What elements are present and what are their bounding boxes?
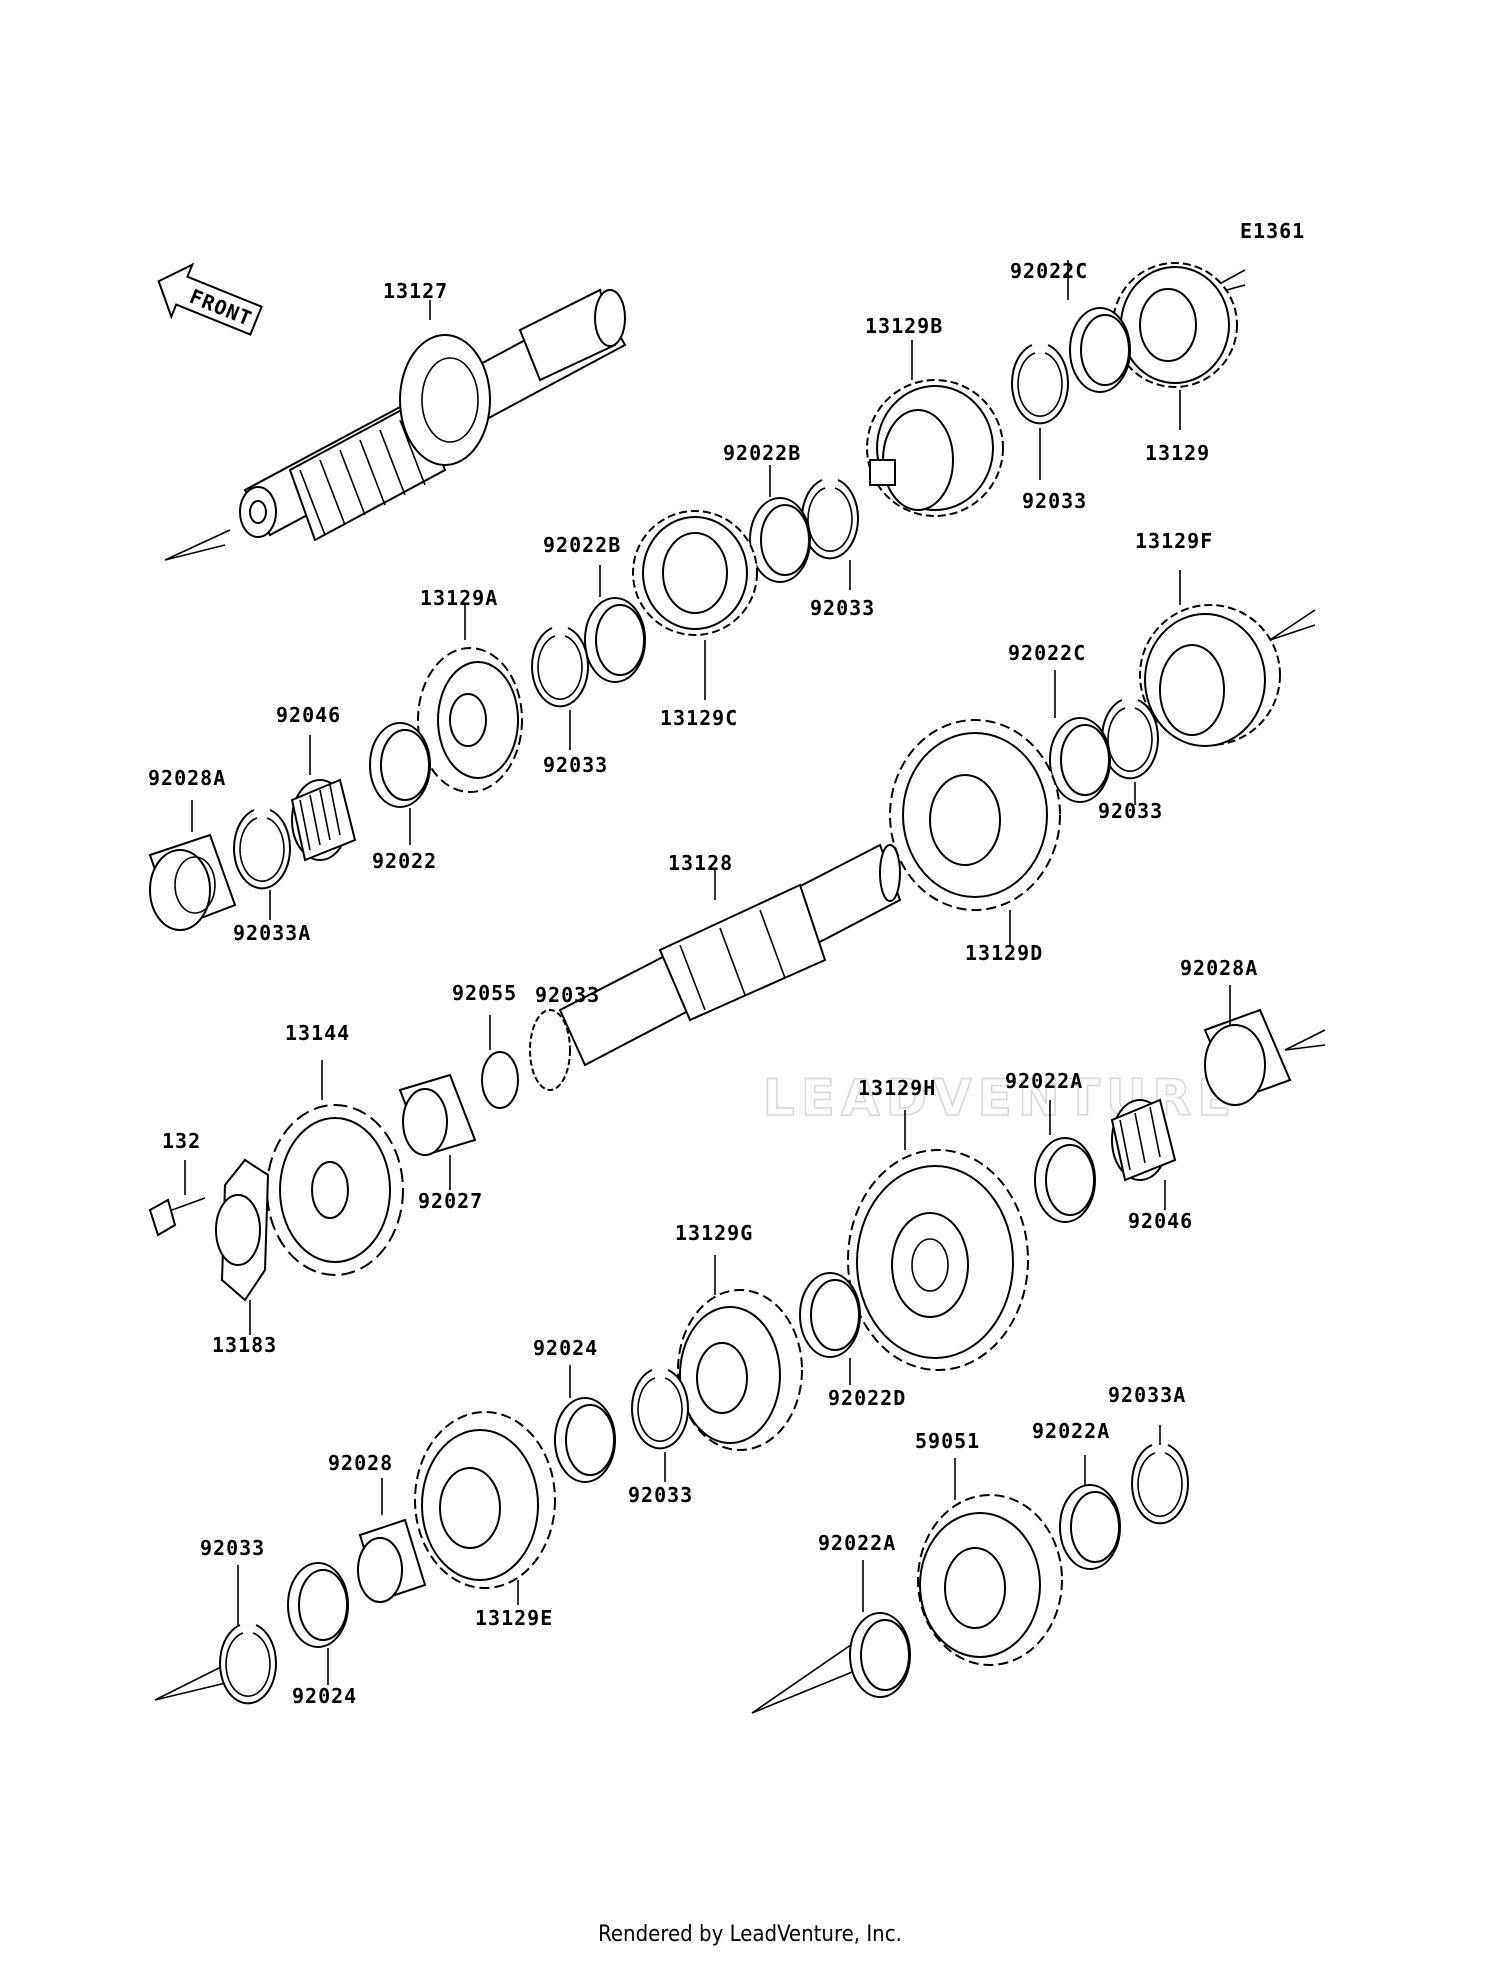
ring-92022A-h bbox=[1034, 1100, 1096, 1223]
callout-92033A: 92033A bbox=[1108, 1383, 1186, 1407]
circlip-92033A-b bbox=[1131, 1425, 1189, 1525]
callout-92028A: 92028A bbox=[148, 766, 226, 790]
callout-13129B: 13129B bbox=[865, 314, 943, 338]
callout-13129: 13129 bbox=[1145, 441, 1210, 465]
driveshaft-13128 bbox=[529, 843, 902, 1091]
circlip-92033-f bbox=[1101, 699, 1159, 805]
callout-labels: 13127 92022C 13129B 92022B 92033 13129 9… bbox=[148, 259, 1258, 1708]
callout-13129A: 13129A bbox=[420, 586, 498, 610]
callout-59051: 59051 bbox=[915, 1429, 980, 1453]
callout-92022A: 92022A bbox=[818, 1531, 896, 1555]
collar-92027 bbox=[398, 1073, 477, 1190]
diagram-code: E1361 bbox=[1240, 219, 1305, 243]
callout-92022: 92022 bbox=[372, 849, 437, 873]
callout-13129G: 13129G bbox=[675, 1221, 753, 1245]
gear-13129D bbox=[889, 719, 1061, 945]
callout-13127: 13127 bbox=[383, 279, 448, 303]
bearing-92046-a bbox=[290, 735, 357, 862]
callout-92055: 92055 bbox=[452, 981, 517, 1005]
callout-13128: 13128 bbox=[668, 851, 733, 875]
callout-92024: 92024 bbox=[533, 1336, 598, 1360]
bearing-92046-b bbox=[1110, 1098, 1177, 1210]
gear-13129F bbox=[1139, 570, 1316, 747]
callout-13129H: 13129H bbox=[858, 1076, 936, 1100]
callout-92022A: 92022A bbox=[1005, 1069, 1083, 1093]
ring-92024-top bbox=[554, 1365, 616, 1483]
front-arrow-icon: FRONT bbox=[157, 262, 263, 336]
callout-92033: 92033 bbox=[543, 753, 608, 777]
ring-92022D bbox=[799, 1272, 861, 1385]
bolt-132 bbox=[148, 1160, 206, 1237]
callout-92033: 92033 bbox=[810, 596, 875, 620]
callout-13129F: 13129F bbox=[1135, 529, 1213, 553]
callout-92024: 92024 bbox=[292, 1684, 357, 1708]
washer-92022 bbox=[369, 722, 431, 845]
ring-92024-bottom bbox=[287, 1562, 349, 1685]
gear-13129H bbox=[847, 1110, 1029, 1371]
callout-92033A: 92033A bbox=[233, 921, 311, 945]
bushing-92028 bbox=[357, 1478, 427, 1603]
ring-92022B-a bbox=[584, 565, 646, 683]
callout-92033: 92033 bbox=[628, 1483, 693, 1507]
callout-92033: 92033 bbox=[1022, 489, 1087, 513]
bearing-92028A-a bbox=[148, 800, 237, 931]
callout-92033: 92033 bbox=[1098, 799, 1163, 823]
callout-92046: 92046 bbox=[276, 703, 341, 727]
callout-13129D: 13129D bbox=[965, 941, 1043, 965]
callout-92022B: 92022B bbox=[543, 533, 621, 557]
ring-92022C-top bbox=[1067, 260, 1131, 393]
callout-13129E: 13129E bbox=[475, 1606, 553, 1630]
callout-13144: 13144 bbox=[285, 1021, 350, 1045]
circlip-92033-b bbox=[801, 479, 859, 590]
callout-92055: 92033 bbox=[535, 983, 600, 1007]
callout-92028A: 92028A bbox=[1180, 956, 1258, 980]
ring-92022A-bottom bbox=[751, 1560, 911, 1714]
callout-92028: 92028 bbox=[328, 1451, 393, 1475]
callout-92022A: 92022A bbox=[1032, 1419, 1110, 1443]
gear-13129A bbox=[417, 605, 523, 793]
circlip-92033-top bbox=[1011, 344, 1069, 480]
gear-13129C bbox=[632, 510, 758, 700]
circlip-92033-a bbox=[531, 627, 589, 750]
callout-132: 132 bbox=[162, 1129, 201, 1153]
ring-92022B-b bbox=[749, 465, 811, 583]
callout-92033: 92033 bbox=[200, 1536, 265, 1560]
callout-92027: 92027 bbox=[418, 1189, 483, 1213]
plate-13183 bbox=[215, 1158, 270, 1335]
footer-credit: Rendered by LeadVenture, Inc. bbox=[598, 1922, 902, 1947]
circlip-92033A-a bbox=[233, 809, 291, 920]
gear-59051 bbox=[917, 1458, 1063, 1666]
callout-92046: 92046 bbox=[1128, 1209, 1193, 1233]
bearing-92028A-b bbox=[1203, 985, 1326, 1106]
callout-92022D: 92022D bbox=[828, 1386, 906, 1410]
callout-92022B: 92022B bbox=[723, 441, 801, 465]
gear-13129G bbox=[677, 1255, 803, 1451]
callout-13183: 13183 bbox=[212, 1333, 277, 1357]
gear-13129B bbox=[866, 340, 1004, 517]
callout-92022C: 92022C bbox=[1010, 259, 1088, 283]
oring-92055 bbox=[481, 1015, 519, 1109]
circlip-92033-e bbox=[154, 1565, 277, 1705]
gear-13129E bbox=[414, 1411, 556, 1605]
circlip-92033-g bbox=[631, 1369, 689, 1482]
ring-92022A-59051 bbox=[1059, 1455, 1121, 1570]
ring-92022C-f bbox=[1049, 670, 1111, 803]
sprocket-13144 bbox=[266, 1060, 404, 1276]
callout-13129C: 13129C bbox=[660, 706, 738, 730]
gear-13129 bbox=[1112, 262, 1246, 430]
watermark-text: LEADVENTURE bbox=[763, 1069, 1237, 1127]
mainshaft-13127 bbox=[164, 288, 627, 561]
callout-92022C: 92022C bbox=[1008, 641, 1086, 665]
